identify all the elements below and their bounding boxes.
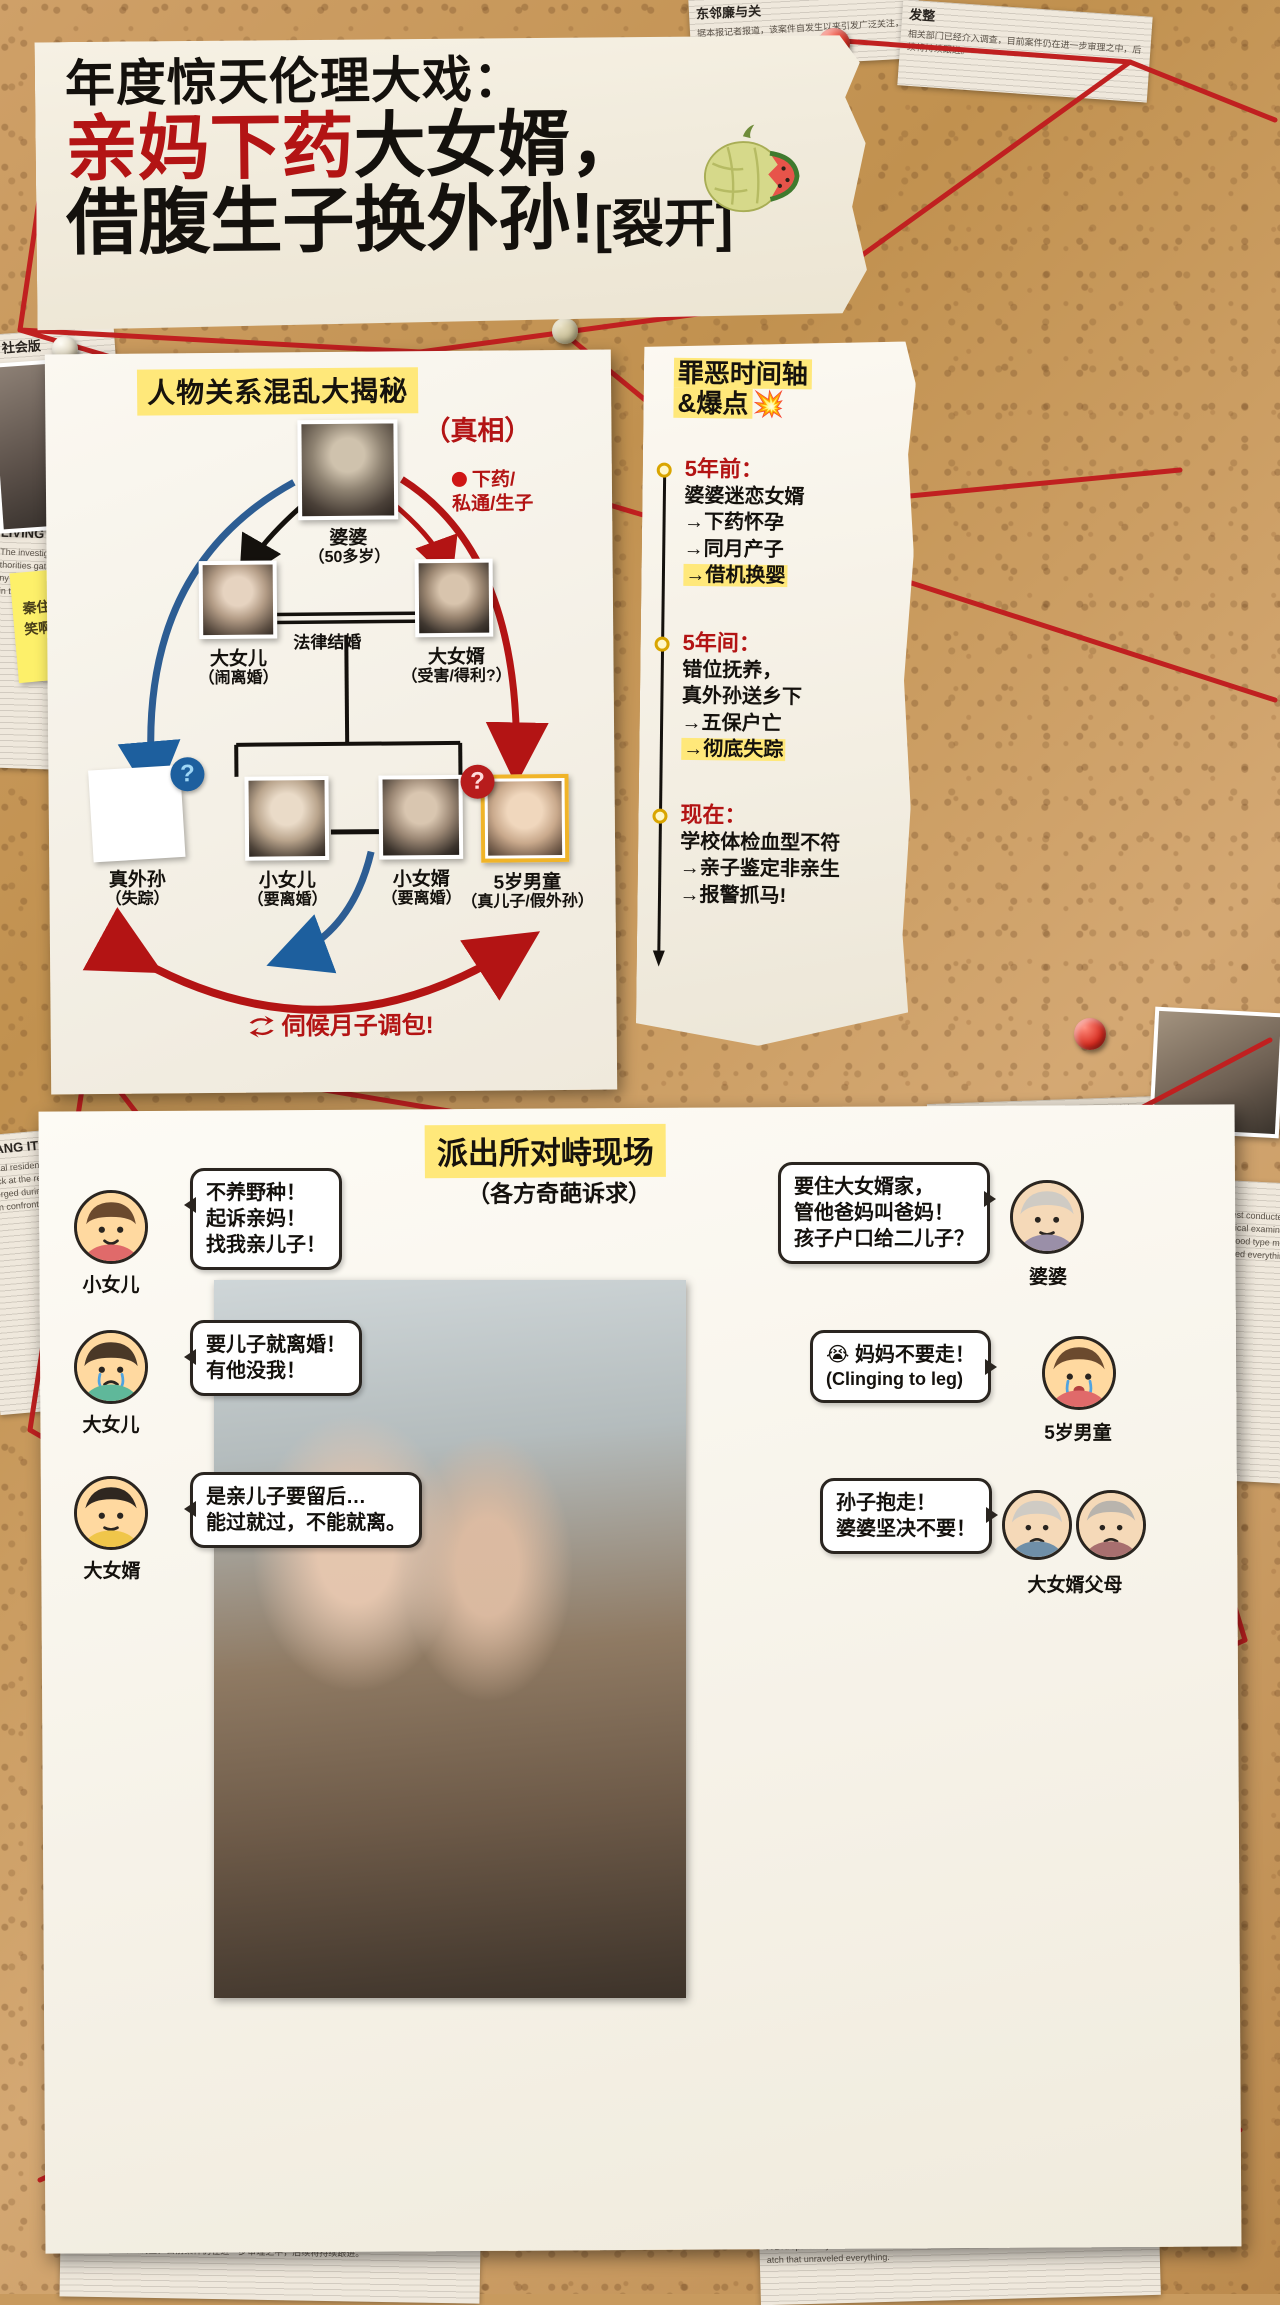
timeline-line: 学校体检血型不符 bbox=[680, 829, 906, 858]
timeline-line: →下药怀孕 bbox=[684, 509, 904, 538]
bubble-line: 是亲儿子要留后… bbox=[206, 1484, 406, 1510]
young-woman-avatar bbox=[77, 1193, 145, 1261]
bubble-line: 孩子户口给二儿子？ bbox=[794, 1226, 974, 1252]
avatar-name-5岁男童: 5岁男童 bbox=[1018, 1418, 1138, 1445]
timeline-dot bbox=[657, 463, 672, 478]
avatar-大女婿 bbox=[74, 1476, 148, 1550]
clipping-headline: 东邻廉与关 bbox=[696, 0, 913, 25]
timeline-entry: 现在： 学校体检血型不符 →亲子鉴定非亲生 →报警抓马! bbox=[679, 797, 906, 911]
relationship-chart-panel: 人物关系混乱大揭秘 （真相） 下药/ 私通/生子 bbox=[45, 350, 617, 1095]
man-avatar bbox=[77, 1479, 145, 1547]
bottom-subtitle: （各方奇葩诉求） bbox=[467, 1180, 651, 1207]
avatar-大女儿 bbox=[74, 1330, 148, 1404]
newspaper-clipping: 发整 相关部门已经介入调查，目前案件仍在进一步审理之中，后续将持续跟进。 bbox=[897, 0, 1152, 103]
question-badge-red: ? bbox=[460, 765, 494, 799]
title-line-3-main: 借腹生子换外孙! bbox=[66, 179, 595, 265]
crying-child-avatar bbox=[1045, 1339, 1113, 1407]
avatar-name-婆婆: 婆婆 bbox=[1008, 1262, 1088, 1289]
node-label-真外孙: 真外孙（失踪） bbox=[87, 869, 187, 909]
node-label-小女儿: 小女儿（要离婚） bbox=[235, 870, 339, 910]
bubble-line: 要儿子就离婚！ bbox=[206, 1332, 346, 1358]
timeline-line: →彻底失踪 bbox=[681, 736, 901, 765]
swap-label: 伺候月子调包! bbox=[246, 1005, 433, 1042]
bubble-line: 孙子抱走！ bbox=[836, 1490, 976, 1516]
title-banner: 年度惊天伦理大戏： 亲妈下药大女婿， 借腹生子换外孙![裂开] bbox=[35, 34, 868, 331]
node-label-婆婆: 婆婆（50多岁） bbox=[308, 527, 388, 567]
bubble-line: 起诉亲妈！ bbox=[206, 1206, 326, 1232]
bubble-line: 不养野种！ bbox=[206, 1180, 326, 1206]
speech-bubble-婆婆: 要住大女婿家， 管他爸妈叫爸妈！ 孩子户口给二儿子？ bbox=[778, 1162, 990, 1264]
photo-elderly-woman bbox=[301, 423, 394, 516]
photo-five-year-old-boy bbox=[488, 781, 563, 856]
photo-real-grandson-baby bbox=[92, 769, 181, 858]
timeline-line: →亲子鉴定非亲生 bbox=[680, 855, 906, 884]
avatar-大女婿父母-a bbox=[1002, 1490, 1072, 1560]
timeline-line: →同月产子 bbox=[684, 536, 904, 565]
avatar-婆婆 bbox=[1010, 1180, 1084, 1254]
bubble-line: (Clinging to leg) bbox=[826, 1368, 975, 1391]
avatar-name-大女婿: 大女婿 bbox=[60, 1556, 164, 1583]
photo-card-小女婿 bbox=[378, 775, 463, 860]
photo-younger-daughter bbox=[249, 780, 326, 857]
timeline-dot bbox=[652, 809, 667, 824]
node-label-大女儿: 大女儿（闹离婚） bbox=[183, 648, 293, 688]
avatar-小女儿 bbox=[74, 1190, 148, 1264]
photo-eldest-son-in-law bbox=[419, 563, 490, 634]
avatar-name-大女婿父母: 大女婿父母 bbox=[1000, 1570, 1150, 1597]
avatar-name-大女儿: 大女儿 bbox=[64, 1410, 158, 1437]
bottom-title: 派出所对峙现场 bbox=[425, 1124, 666, 1178]
question-badge-blue: ? bbox=[170, 757, 204, 791]
timeline-line: 错位抚养， bbox=[682, 657, 902, 686]
timeline-stage-label: 5年前： bbox=[685, 451, 905, 486]
timeline-line: 婆婆迷恋女婿 bbox=[684, 483, 904, 512]
avatar-大女婿父母-b bbox=[1076, 1490, 1146, 1560]
timeline-stage-label: 现在： bbox=[680, 797, 906, 832]
timeline-line: →报警抓马! bbox=[679, 882, 905, 911]
photo-card-5岁男童 bbox=[480, 774, 569, 863]
pushpin-khaki bbox=[552, 318, 578, 344]
elderly-man-avatar bbox=[1079, 1493, 1143, 1557]
speech-bubble-小女儿: 不养野种！ 起诉亲妈！ 找我亲儿子！ bbox=[190, 1168, 342, 1270]
photo-younger-son-in-law bbox=[383, 779, 460, 856]
timeline-entry: 5年间： 错位抚养， 真外孙送乡下 →五保户亡 →彻底失踪 bbox=[681, 625, 903, 765]
photo-card-大女儿 bbox=[199, 560, 278, 639]
bubble-line: 婆婆坚决不要！ bbox=[836, 1516, 976, 1542]
bubble-line: 😭 妈妈不要走！ bbox=[826, 1342, 975, 1368]
bubble-line: 找我亲儿子！ bbox=[206, 1232, 326, 1258]
pushpin-red bbox=[1074, 1018, 1106, 1050]
timeline-line: →五保户亡 bbox=[681, 710, 901, 739]
photo-card-大女婿 bbox=[415, 559, 494, 638]
avatar-5岁男童 bbox=[1042, 1336, 1116, 1410]
photo-eldest-daughter bbox=[203, 565, 274, 636]
elderly-woman-avatar bbox=[1013, 1183, 1081, 1251]
timeline-dot bbox=[654, 637, 669, 652]
node-label-5岁男童: 5岁男童（真儿子/假外孙） bbox=[447, 872, 607, 913]
title-line-1: 年度惊天伦理大戏： bbox=[65, 50, 844, 111]
title-black-text: 大女婿， bbox=[353, 104, 642, 187]
timeline-stage-label: 5年间： bbox=[682, 625, 902, 660]
bubble-line: 管他爸妈叫爸妈！ bbox=[794, 1200, 974, 1226]
bubble-line: 能过就过，不能就离。 bbox=[206, 1510, 406, 1536]
speech-bubble-5岁男童: 😭 妈妈不要走！ (Clinging to leg) bbox=[810, 1330, 991, 1403]
timeline-line: 真外孙送乡下 bbox=[682, 683, 902, 712]
speech-bubble-大女儿: 要儿子就离婚！ 有他没我！ bbox=[190, 1320, 362, 1396]
timeline-panel: 罪恶时间轴 &爆点💥 5年前： 婆婆迷恋女婿 →下药怀孕 →同月产子 →借机换婴… bbox=[636, 338, 917, 1047]
cracked-melon-icon bbox=[697, 120, 806, 217]
timeline-line: →借机换婴 bbox=[683, 562, 903, 591]
speech-bubble-大女婿父母: 孙子抱走！ 婆婆坚决不要！ bbox=[820, 1478, 992, 1554]
avatar-name-小女儿: 小女儿 bbox=[64, 1270, 158, 1297]
title-red-text: 亲妈下药 bbox=[65, 107, 354, 190]
swap-arrows-icon bbox=[247, 1014, 277, 1038]
bubble-line: 有他没我！ bbox=[206, 1358, 346, 1384]
elderly-woman-avatar bbox=[1005, 1493, 1069, 1557]
node-label-大女婿: 大女婿（受害/得利?） bbox=[391, 646, 521, 686]
crying-emoji-icon: 😭 bbox=[826, 1344, 849, 1366]
marriage-label: 法律结婚 bbox=[293, 628, 361, 654]
bubble-line: 要住大女婿家， bbox=[794, 1174, 974, 1200]
crying-woman-avatar bbox=[77, 1333, 145, 1401]
photo-card-婆婆 bbox=[297, 419, 398, 520]
speech-bubble-大女婿: 是亲儿子要留后… 能过就过，不能就离。 bbox=[190, 1472, 422, 1548]
photo-card-小女儿 bbox=[244, 776, 329, 861]
timeline-entry: 5年前： 婆婆迷恋女婿 →下药怀孕 →同月产子 →借机换婴 bbox=[683, 451, 905, 591]
